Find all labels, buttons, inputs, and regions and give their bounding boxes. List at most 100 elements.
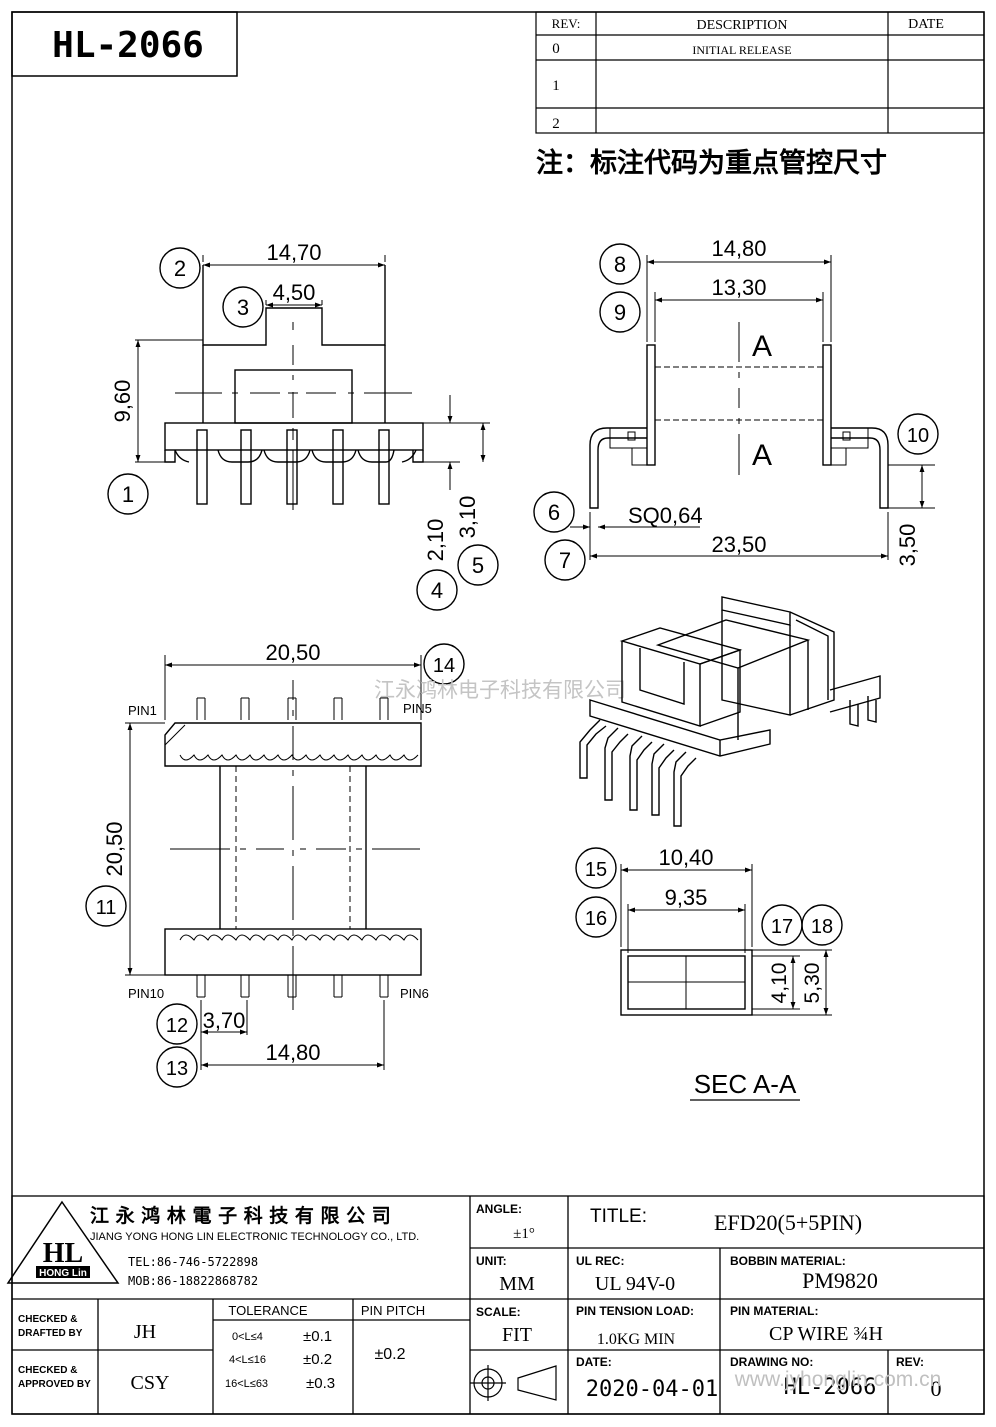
rev-row-0: 0 <box>552 41 560 57</box>
dim-pitch-3-70: 3,70 <box>203 1008 246 1033</box>
pin-tension-label: PIN TENSION LOAD: <box>576 1304 694 1318</box>
part-number: HL-2066 <box>52 25 204 66</box>
pin-tension-value: 1.0KG MIN <box>597 1331 676 1348</box>
dim-height-20-50: 20,50 <box>102 821 127 876</box>
dim-slot-4-50: 4,50 <box>273 280 316 305</box>
pin6-label: PIN6 <box>400 986 429 1001</box>
pin-material-value: CP WIRE ¾H <box>769 1323 883 1345</box>
pin-pitch-label: PIN PITCH <box>361 1303 425 1318</box>
description-header: DESCRIPTION <box>696 18 787 33</box>
side-view <box>533 243 939 581</box>
company-tel: TEL:86-746-5722898 <box>128 1255 258 1269</box>
dim-pin-sq-0-64: SQ0,64 <box>628 503 703 528</box>
angle-value: ±1° <box>513 1226 535 1242</box>
callout-7: 7 <box>559 548 571 573</box>
callout-9: 9 <box>614 300 626 325</box>
dim-inner-height-4-10: 4,10 <box>768 963 791 1004</box>
dim-width-14-70: 14,70 <box>266 240 321 265</box>
dim-inner-width-9-35: 9,35 <box>665 885 708 910</box>
dim-pin-2-10: 2,10 <box>423 519 448 562</box>
front-view <box>107 247 499 611</box>
tolerance-value-2: ±0.2 <box>303 1351 332 1368</box>
dim-span-23-50: 23,50 <box>711 532 766 557</box>
section-mark-a-bottom: A <box>752 439 772 472</box>
bottom-view <box>85 643 465 1088</box>
rev-header: REV: <box>552 16 581 31</box>
callout-16: 16 <box>585 908 607 930</box>
dim-outer-width-10-40: 10,40 <box>658 845 713 870</box>
callout-3: 3 <box>237 295 249 320</box>
rev-label: REV: <box>896 1355 924 1369</box>
section-mark-a-top: A <box>752 330 772 363</box>
callout-1: 1 <box>122 482 134 507</box>
callout-15: 15 <box>585 859 607 881</box>
company-logo <box>6 1200 120 1284</box>
section-title: SEC A-A <box>694 1069 797 1099</box>
approved-label-1: CHECKED & <box>18 1365 77 1376</box>
callout-17: 17 <box>771 916 793 938</box>
scale-label: SCALE: <box>476 1305 521 1319</box>
callout-8: 8 <box>614 252 626 277</box>
callout-14: 14 <box>433 655 455 677</box>
projection-symbol-icon <box>470 1365 557 1401</box>
callout-10: 10 <box>907 425 929 447</box>
dim-inner-13-30: 13,30 <box>711 275 766 300</box>
tolerance-range-2: 4<L≤16 <box>229 1354 266 1366</box>
title-block-grid <box>11 1195 985 1415</box>
pin10-label: PIN10 <box>128 986 164 1001</box>
drafted-by-value: JH <box>134 1321 156 1343</box>
rev-row-1: 1 <box>552 78 560 94</box>
logo-letters: HL <box>43 1238 83 1269</box>
drawing-no-label: DRAWING NO: <box>730 1355 813 1369</box>
date-value: 2020-04-01 <box>586 1377 718 1402</box>
callout-4: 4 <box>431 578 443 603</box>
key-dimension-note: 注：标注代码为重点管控尺寸 <box>536 147 887 179</box>
title-value: EFD20(5+5PIN) <box>714 1210 862 1235</box>
approved-label-2: APPROVED BY <box>18 1379 91 1390</box>
part-number-box: HL-2066 <box>11 11 238 77</box>
approved-by-value: CSY <box>131 1372 170 1394</box>
tolerance-range-3: 16<L≤63 <box>225 1378 268 1390</box>
date-label: DATE: <box>576 1355 612 1369</box>
dim-height-9-60: 9,60 <box>110 380 135 423</box>
rev-row-0-description: INITIAL RELEASE <box>692 43 791 57</box>
tolerance-value-1: ±0.1 <box>303 1328 332 1345</box>
callout-2: 2 <box>174 256 186 281</box>
site-watermark: www.jyhonglin.com.cn <box>734 1368 942 1391</box>
company-name-cn: 江 永 鸿 林 電 子 科 技 有 限 公 司 <box>90 1204 391 1227</box>
bobbin-material-label: BOBBIN MATERIAL: <box>730 1254 846 1268</box>
unit-value: MM <box>499 1273 535 1295</box>
revision-table <box>535 11 985 134</box>
tolerance-label: TOLERANCE <box>228 1303 308 1318</box>
isometric-view <box>579 596 881 827</box>
dim-pin-3-10: 3,10 <box>455 496 480 539</box>
callout-12: 12 <box>166 1015 188 1037</box>
company-mob: MOB:86-18822868782 <box>128 1274 258 1288</box>
scale-value: FIT <box>502 1324 532 1346</box>
logo-text: HONG Lin <box>39 1268 87 1279</box>
angle-label: ANGLE: <box>476 1202 522 1216</box>
dim-pin-length-3-50: 3,50 <box>895 524 920 567</box>
unit-label: UNIT: <box>476 1254 507 1268</box>
pin-pitch-value: ±0.2 <box>374 1346 405 1363</box>
ul-label: UL REC: <box>576 1254 624 1268</box>
callout-5: 5 <box>472 553 484 578</box>
bobbin-material-value: PM9820 <box>802 1268 878 1293</box>
rev-row-2: 2 <box>552 116 560 132</box>
date-header: DATE <box>908 17 944 32</box>
callout-11: 11 <box>96 897 117 919</box>
dim-row-span-14-80: 14,80 <box>265 1040 320 1065</box>
watermark: 江永鸿林电子科技有限公司 <box>374 678 626 702</box>
pin5-label: PIN5 <box>403 701 432 716</box>
section-view <box>575 847 843 1101</box>
pin1-label: PIN1 <box>128 703 157 718</box>
tolerance-value-3: ±0.3 <box>306 1375 335 1392</box>
company-name-en: JIANG YONG HONG LIN ELECTRONIC TECHNOLOG… <box>90 1231 419 1243</box>
drafted-label-1: CHECKED & <box>18 1314 77 1325</box>
drafted-label-2: DRAFTED BY <box>18 1328 83 1339</box>
title-label: TITLE: <box>590 1206 647 1227</box>
callout-13: 13 <box>166 1058 188 1080</box>
dim-outer-14-80: 14,80 <box>711 236 766 261</box>
dim-width-20-50: 20,50 <box>265 640 320 665</box>
